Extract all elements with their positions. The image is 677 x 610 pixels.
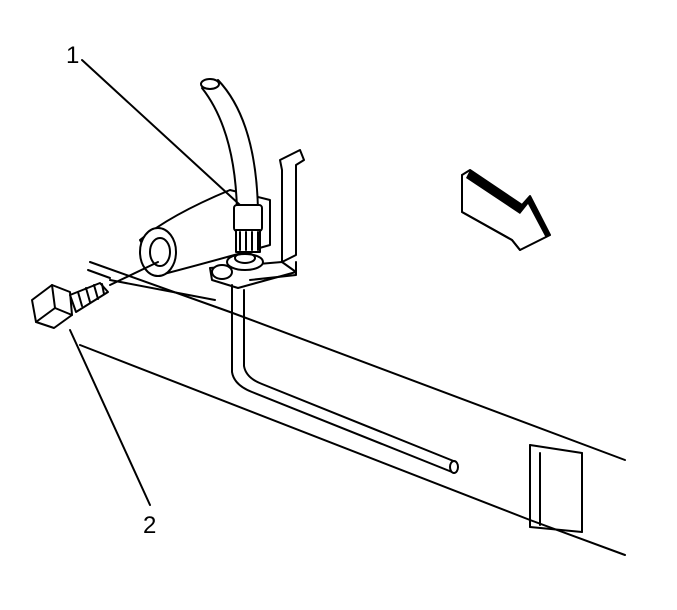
callout-label-1: 1 bbox=[66, 42, 80, 69]
hose-fitting bbox=[211, 204, 264, 280]
frame-rail bbox=[79, 261, 626, 556]
leader-line-2 bbox=[69, 329, 151, 506]
brake-pipe bbox=[231, 284, 459, 474]
callout-label-2: 2 bbox=[143, 512, 157, 539]
bolt bbox=[31, 282, 109, 329]
callout-leaders bbox=[69, 59, 241, 506]
direction-arrow-icon bbox=[461, 169, 551, 251]
leader-line-1 bbox=[81, 59, 241, 206]
bolt-alignment-line bbox=[109, 261, 159, 286]
